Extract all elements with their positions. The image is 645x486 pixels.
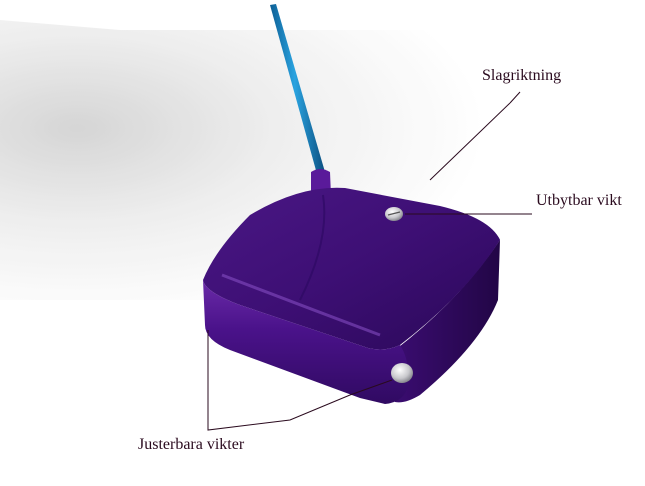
putter-shaft: [270, 4, 325, 174]
label-replaceable-weight: Utbytbar vikt: [536, 192, 622, 209]
leader-adjustable-weights: [207, 330, 351, 431]
label-strike-direction: Slagriktning: [482, 67, 562, 84]
head-top: [203, 187, 500, 350]
head-front: [203, 280, 409, 404]
leader-strike-direction: [429, 102, 511, 181]
head-side: [395, 210, 500, 403]
top-highlight: [221, 273, 381, 337]
leader-strike-direction-arrow: [509, 91, 521, 104]
adjustable-weight-disc: [391, 363, 413, 383]
top-crease: [299, 194, 326, 301]
label-adjustable-weights: Justerbara vikter: [138, 436, 245, 453]
